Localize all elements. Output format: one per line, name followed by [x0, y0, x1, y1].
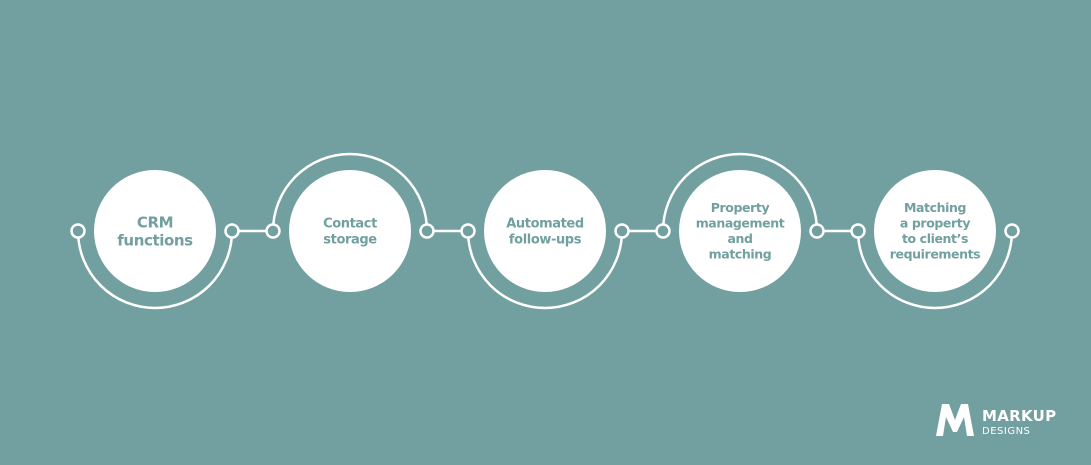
step-start-dot	[265, 223, 281, 239]
step-arc	[856, 230, 1014, 310]
step-label-line: Contact	[323, 217, 377, 232]
step-end-dot	[614, 223, 630, 239]
step-label-line: management	[696, 216, 785, 231]
step-label-line: to client’s	[902, 231, 968, 246]
step-start-dot	[850, 223, 866, 239]
step-label-line: CRM	[137, 213, 173, 231]
step-end-dot	[1004, 223, 1020, 239]
step-end-dot	[809, 223, 825, 239]
step-arc	[271, 152, 429, 232]
step-label-line: Matching	[904, 200, 966, 215]
step-start-dot	[70, 223, 86, 239]
step-circle	[94, 170, 216, 292]
logo-subtitle: DESIGNS	[982, 426, 1030, 437]
step-label-line: follow-ups	[509, 233, 582, 248]
step-circle	[484, 170, 606, 292]
markup-m-logo-icon	[936, 404, 974, 436]
step-end-dot	[224, 223, 240, 239]
step-label-line: functions	[117, 231, 193, 249]
step-label-line: a property	[900, 216, 970, 231]
step-start-dot	[460, 223, 476, 239]
step-label-line: matching	[709, 247, 772, 262]
step-circle	[289, 170, 411, 292]
step-circle	[874, 170, 996, 292]
step-label-line: storage	[323, 233, 377, 248]
step-arc	[466, 230, 624, 310]
step-end-dot	[419, 223, 435, 239]
step-label-line: Property	[711, 200, 770, 215]
markup-designs-logo: MARKUP DESIGNS	[936, 404, 1056, 437]
step-label-line: Automated	[506, 217, 584, 232]
logo-name: MARKUP	[982, 407, 1056, 425]
step-label-line: requirements	[890, 247, 980, 262]
step-circle	[679, 170, 801, 292]
step-start-dot	[655, 223, 671, 239]
step-label-line: and	[727, 231, 752, 246]
step-arc	[661, 152, 819, 232]
step-arc	[76, 230, 234, 310]
